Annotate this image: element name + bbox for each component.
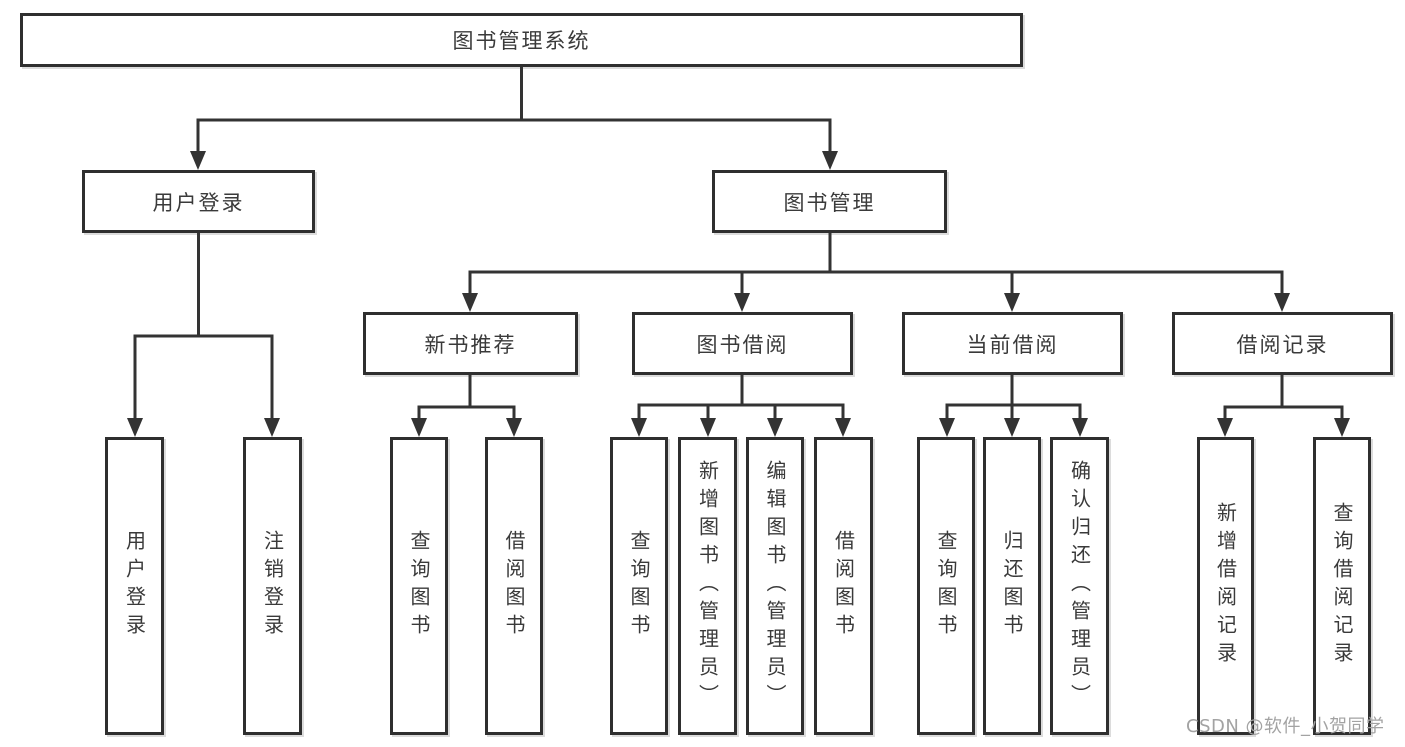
arrowhead-leaf-user-login bbox=[127, 418, 143, 437]
leaf-user-login: 用户登录 bbox=[105, 437, 164, 735]
node-label: 新书推荐 bbox=[424, 332, 517, 357]
watermark-csdn: CSDN @软件_小贺同学 bbox=[1186, 716, 1385, 737]
arrowhead-book-borrowing bbox=[734, 293, 750, 312]
leaf-add-book-admin: 新增图书（管理员） bbox=[678, 437, 737, 735]
connector-borrowing-records-branch bbox=[1223, 375, 1344, 420]
arrowhead-leaf-confirm-return bbox=[1072, 418, 1088, 437]
connector-user-login-branch bbox=[133, 233, 274, 420]
leaf-add-borrow-record: 新增借阅记录 bbox=[1197, 437, 1254, 735]
arrowhead-leaf-add-record bbox=[1217, 418, 1233, 437]
node-label: 图书借阅 bbox=[696, 332, 789, 357]
node-label: 图书管理 bbox=[783, 190, 876, 215]
node-label: 查询图书 bbox=[627, 530, 651, 642]
leaf-query-books-borrowing: 查询图书 bbox=[610, 437, 668, 735]
node-label: 借阅记录 bbox=[1236, 332, 1329, 357]
leaf-borrow-books-borrowing: 借阅图书 bbox=[814, 437, 873, 735]
arrowhead-user-login bbox=[190, 151, 206, 170]
leaf-confirm-return-admin: 确认归还（管理员） bbox=[1050, 437, 1109, 735]
node-label: 归还图书 bbox=[1000, 530, 1024, 642]
arrowhead-leaf-query-record bbox=[1334, 418, 1350, 437]
node-label: 注销登录 bbox=[260, 530, 285, 642]
arrowhead-leaf-borrow-books-1 bbox=[506, 418, 522, 437]
arrowhead-new-book-recommend bbox=[462, 293, 478, 312]
node-label: 新增借阅记录 bbox=[1213, 502, 1238, 670]
node-label: 查询借阅记录 bbox=[1330, 502, 1354, 670]
arrowhead-current-borrowing bbox=[1004, 293, 1020, 312]
node-label: 查询图书 bbox=[407, 530, 431, 642]
leaf-query-books-recommend: 查询图书 bbox=[390, 437, 448, 735]
node-label: 当前借阅 bbox=[966, 332, 1059, 357]
arrowhead-leaf-return-books bbox=[1004, 418, 1020, 437]
arrowhead-leaf-query-books-3 bbox=[939, 418, 955, 437]
node-library-system-root: 图书管理系统 bbox=[20, 13, 1023, 67]
connector-book-management-branch bbox=[468, 233, 1284, 295]
node-label: 借阅图书 bbox=[502, 530, 526, 642]
node-label: 新增图书（管理员） bbox=[695, 460, 720, 712]
connector-new-book-recommend-branch bbox=[417, 375, 516, 420]
node-book-management: 图书管理 bbox=[712, 170, 947, 233]
connector-current-borrowing-branch bbox=[945, 375, 1082, 420]
arrowhead-leaf-query-books-2 bbox=[631, 418, 647, 437]
leaf-query-books-current: 查询图书 bbox=[917, 437, 975, 735]
arrowhead-borrowing-records bbox=[1274, 293, 1290, 312]
node-label: 编辑图书（管理员） bbox=[763, 460, 787, 712]
leaf-borrow-books-recommend: 借阅图书 bbox=[485, 437, 543, 735]
leaf-logout: 注销登录 bbox=[243, 437, 302, 735]
node-new-book-recommend: 新书推荐 bbox=[363, 312, 578, 375]
arrowhead-leaf-borrow-books-2 bbox=[835, 418, 851, 437]
node-label: 用户登录 bbox=[152, 190, 245, 215]
leaf-query-borrow-record: 查询借阅记录 bbox=[1313, 437, 1371, 735]
arrowhead-leaf-query-books-1 bbox=[411, 418, 427, 437]
arrowhead-leaf-logout bbox=[264, 418, 280, 437]
arrowhead-book-management bbox=[822, 151, 838, 170]
arrowhead-leaf-edit-book bbox=[767, 418, 783, 437]
node-borrowing-records: 借阅记录 bbox=[1172, 312, 1393, 375]
arrowhead-leaf-add-book bbox=[700, 418, 716, 437]
connector-root-branch bbox=[196, 67, 832, 153]
leaf-edit-book-admin: 编辑图书（管理员） bbox=[746, 437, 804, 735]
node-user-login: 用户登录 bbox=[82, 170, 315, 233]
node-label: 借阅图书 bbox=[831, 530, 856, 642]
leaf-return-books: 归还图书 bbox=[983, 437, 1041, 735]
node-label: 确认归还（管理员） bbox=[1067, 460, 1092, 712]
connector-book-borrowing-branch bbox=[637, 375, 845, 420]
node-label: 用户登录 bbox=[122, 530, 147, 642]
node-book-borrowing: 图书借阅 bbox=[632, 312, 853, 375]
node-label: 查询图书 bbox=[934, 530, 958, 642]
node-label: 图书管理系统 bbox=[452, 29, 591, 53]
node-current-borrowing: 当前借阅 bbox=[902, 312, 1123, 375]
